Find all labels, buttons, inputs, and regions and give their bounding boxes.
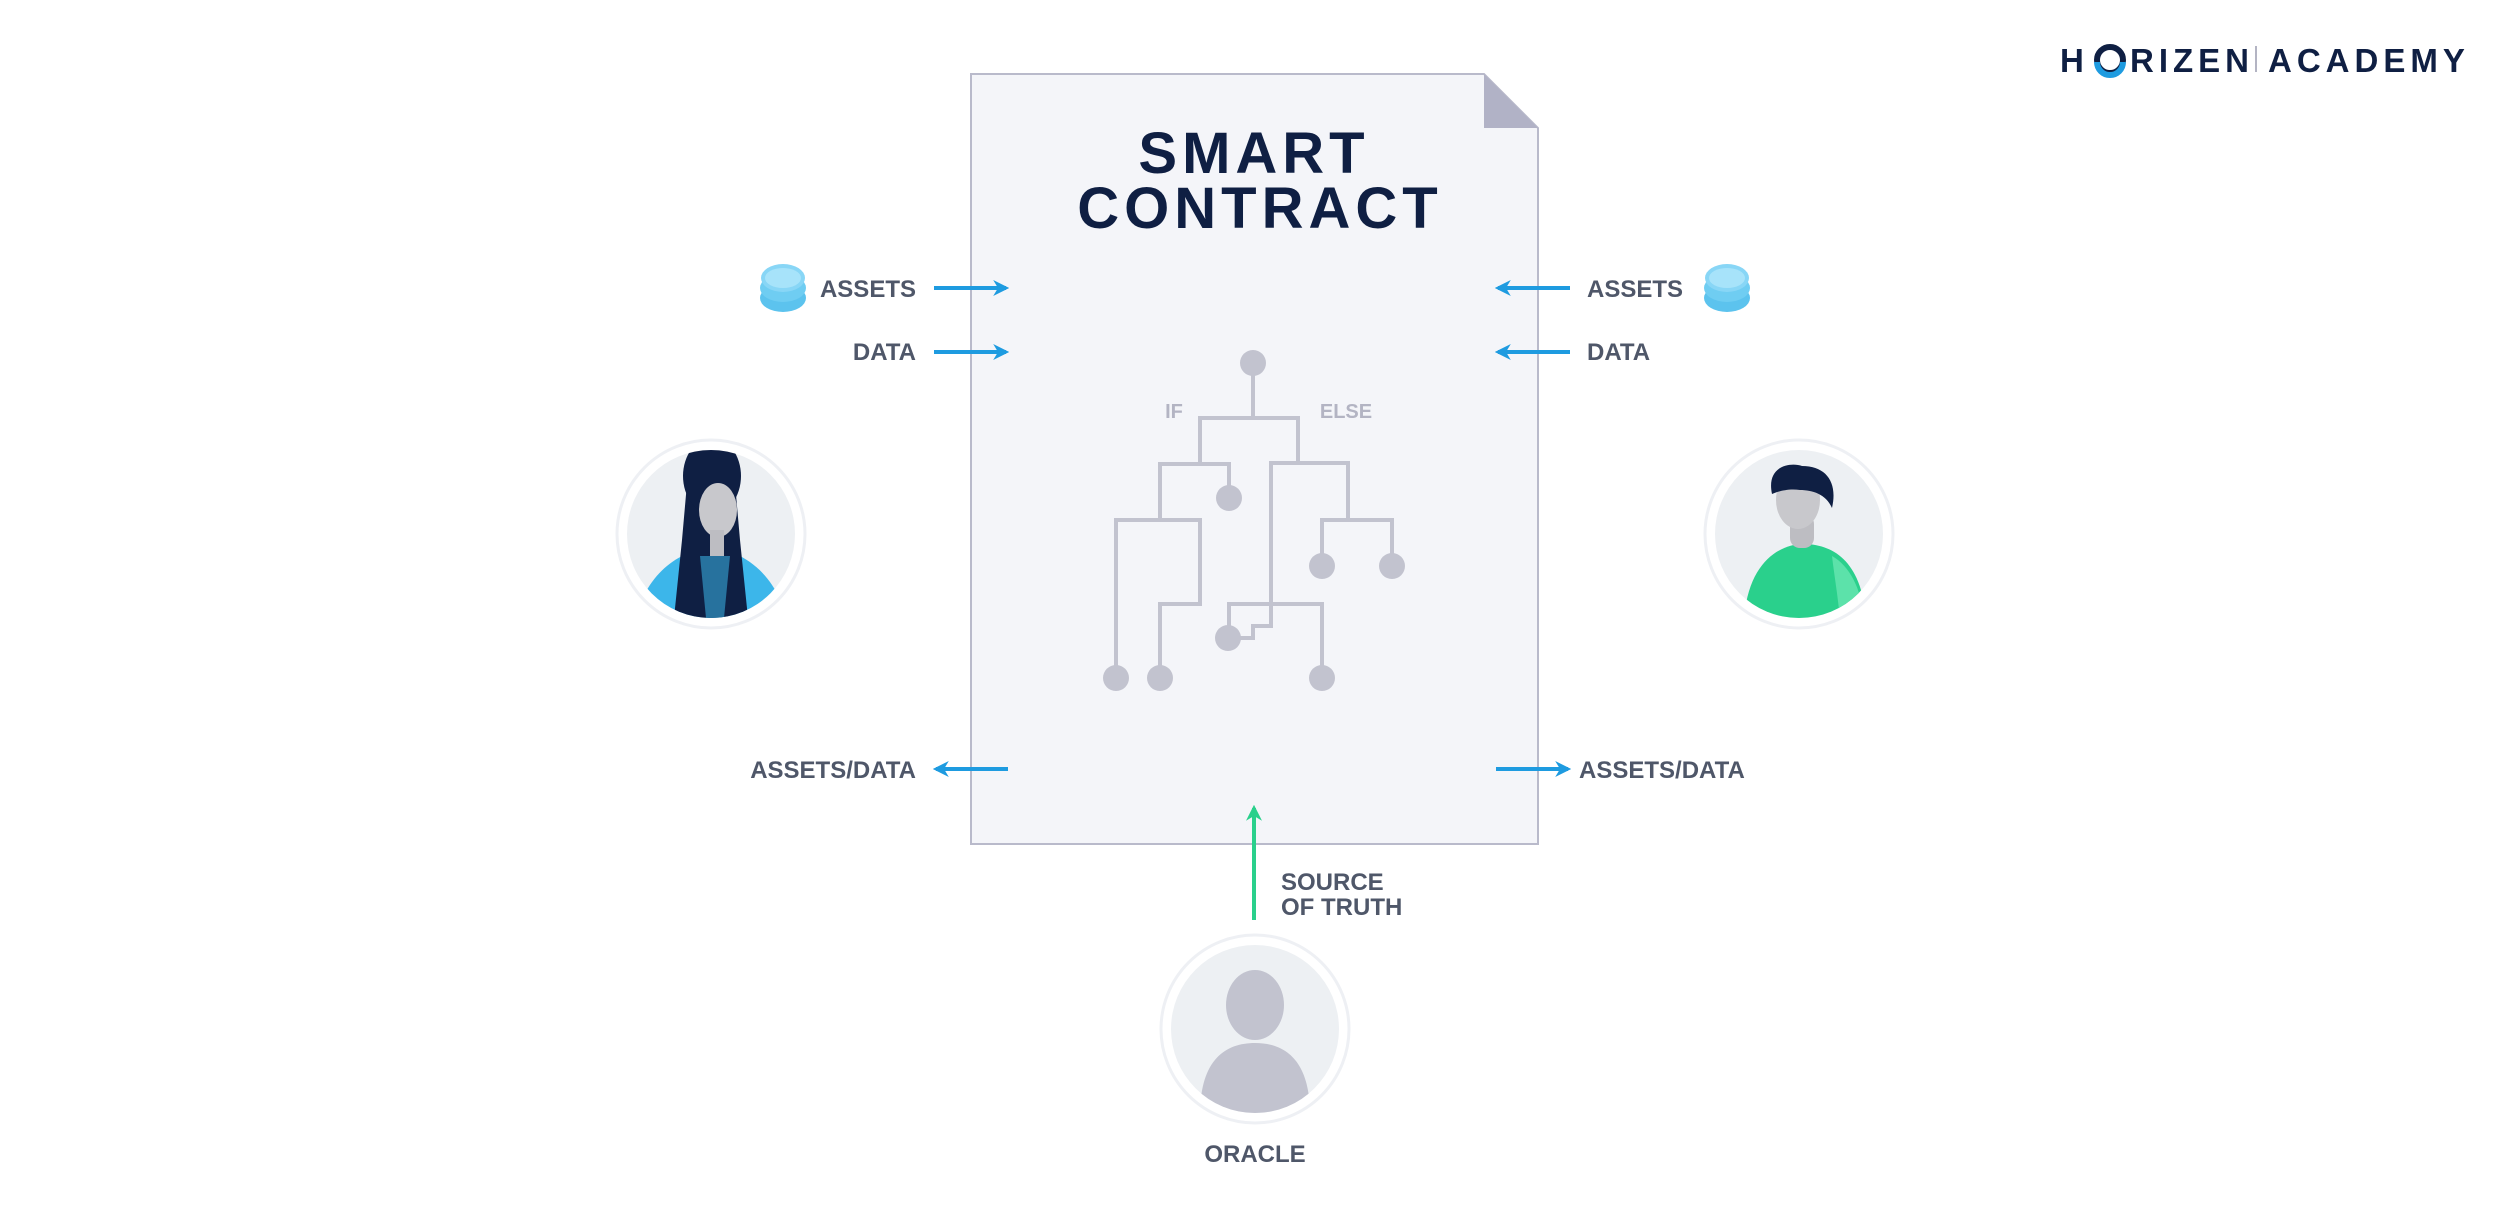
coin-stack-icon	[760, 264, 806, 312]
horizen-academy-logo: H RIZEN ACADEMY	[2060, 42, 2470, 79]
contract-title-line1: SMART	[1138, 121, 1369, 186]
logo-brand-start: H	[2060, 42, 2089, 79]
logo-brand-end: RIZEN	[2130, 42, 2254, 79]
oracle-source-line2: OF TRUTH	[1281, 894, 1402, 921]
oracle-label: ORACLE	[1204, 1141, 1305, 1168]
coin-stack-icon	[1704, 264, 1750, 312]
right-data-label: DATA	[1587, 339, 1650, 366]
left-output-label: ASSETS/DATA	[750, 757, 916, 784]
decision-tree-icon	[1103, 350, 1405, 691]
logo-academy: ACADEMY	[2268, 42, 2470, 79]
right-output-label: ASSETS/DATA	[1579, 757, 1745, 784]
contract-document	[970, 73, 1539, 845]
right-assets-label: ASSETS	[1587, 276, 1683, 303]
logo-o-icon	[2094, 44, 2126, 78]
tree-else-label: ELSE	[1320, 401, 1372, 423]
left-data-label: DATA	[853, 339, 916, 366]
logo-divider	[2255, 46, 2257, 72]
oracle-avatar-icon	[1159, 933, 1351, 1125]
man-avatar-icon	[1703, 438, 1895, 630]
left-assets-label: ASSETS	[820, 276, 916, 303]
oracle-source-line1: SOURCE	[1281, 869, 1384, 896]
folded-corner-icon	[1484, 74, 1538, 128]
woman-avatar-icon	[615, 438, 807, 630]
contract-title-line2: CONTRACT	[1077, 176, 1442, 241]
tree-if-label: IF	[1165, 401, 1183, 423]
